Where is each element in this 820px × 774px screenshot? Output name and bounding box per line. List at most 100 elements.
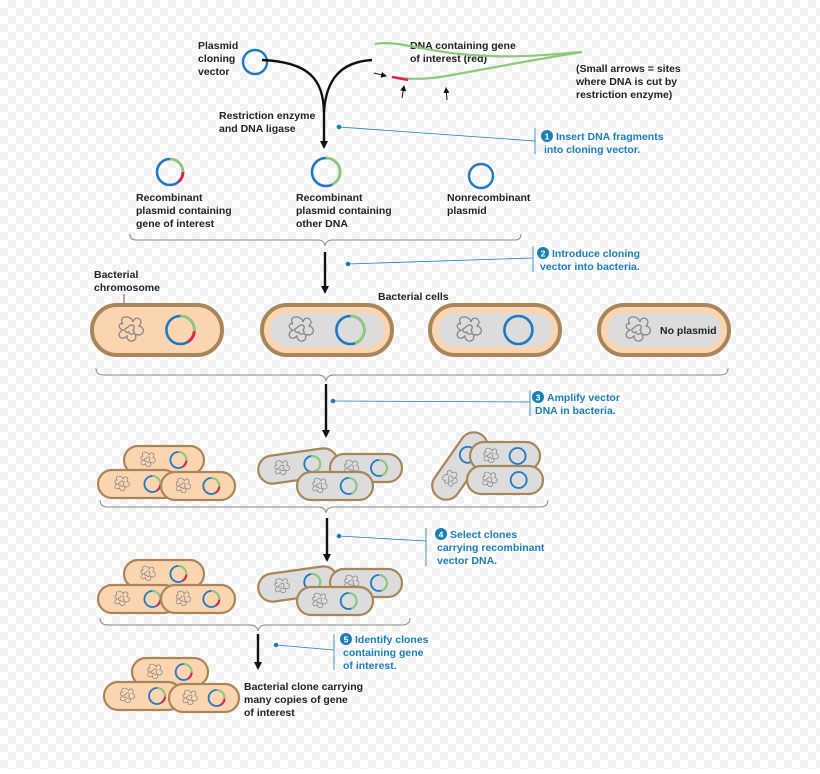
dna-insert bbox=[348, 477, 358, 495]
chromosome bbox=[114, 590, 130, 606]
chromosome bbox=[344, 459, 360, 475]
gene-of-interest bbox=[215, 599, 221, 607]
plasmid bbox=[508, 447, 527, 465]
step-1-text: Insert DNA fragments into cloning vector… bbox=[544, 131, 666, 156]
step-2-text: Introduce cloning vector into bacteria. bbox=[540, 248, 643, 273]
svg-text:5: 5 bbox=[344, 635, 349, 645]
bacterial-cells-row bbox=[90, 303, 731, 357]
step-5: 5 Identify clones containing gene of int… bbox=[273, 633, 429, 672]
bracket-1 bbox=[129, 233, 522, 247]
enzyme-label: Restriction enzyme and DNA ligase bbox=[219, 110, 318, 135]
chromosome-label: Bacterial chromosome bbox=[94, 269, 160, 294]
svg-text:4: 4 bbox=[439, 530, 444, 540]
dna-strand-lower bbox=[391, 50, 583, 80]
gene-of-interest bbox=[182, 574, 188, 582]
dna-insert bbox=[378, 574, 388, 592]
amplified-cells bbox=[96, 431, 545, 714]
dna-insert bbox=[378, 459, 388, 477]
bacterial-cell bbox=[122, 558, 206, 590]
step-number-badge bbox=[532, 391, 544, 403]
dna-label: DNA containing gene of interest (red) bbox=[410, 40, 519, 65]
bacterial-cell bbox=[295, 470, 375, 502]
chromosome bbox=[140, 451, 156, 467]
no-plasmid-label: No plasmid bbox=[660, 325, 717, 337]
step-4-text: Select clones carrying recombinant vecto… bbox=[437, 529, 547, 567]
bacterial-cell bbox=[159, 583, 237, 615]
chromosome bbox=[114, 475, 130, 491]
chromosome bbox=[182, 689, 198, 705]
chromosome bbox=[625, 316, 651, 342]
cytoplasm bbox=[173, 688, 235, 708]
bacterial-cells-label: Bacterial cells bbox=[378, 291, 449, 303]
chromosome bbox=[288, 316, 314, 342]
cytoplasm bbox=[128, 564, 200, 584]
cut-arrows-note: (Small arrows = sites where DNA is cut b… bbox=[575, 63, 684, 101]
chromosome bbox=[344, 574, 360, 590]
chromosome bbox=[274, 460, 290, 476]
chromosome bbox=[442, 470, 458, 487]
cytoplasm bbox=[270, 313, 384, 347]
plasmid-label: Plasmid cloning vector bbox=[198, 40, 241, 78]
svg-text:1: 1 bbox=[545, 132, 550, 142]
cut-site-arrow bbox=[373, 71, 387, 78]
dna-insert bbox=[311, 455, 322, 472]
merge-arrow-right bbox=[322, 58, 373, 113]
cytoplasm bbox=[136, 662, 204, 682]
bacterial-cell bbox=[167, 682, 241, 714]
bracket-4 bbox=[99, 617, 411, 632]
gene-of-interest bbox=[215, 486, 221, 494]
cytoplasm bbox=[128, 450, 200, 470]
bacterial-cell bbox=[468, 440, 542, 472]
cytoplasm bbox=[165, 589, 231, 609]
cytoplasm bbox=[471, 470, 539, 490]
cytoplasm bbox=[438, 313, 552, 347]
bacterial-cell bbox=[130, 656, 210, 688]
step-number-badge bbox=[435, 528, 447, 540]
recombinant-other-label: Recombinant plasmid containing other DNA bbox=[296, 192, 395, 230]
cytoplasm bbox=[108, 686, 178, 706]
cytoplasm bbox=[165, 476, 231, 496]
step-3: 3 Amplify vector DNA in bacteria. bbox=[330, 390, 623, 417]
nonrecombinant-label: Nonrecombinant plasmid bbox=[447, 192, 533, 217]
chromosome bbox=[147, 663, 163, 679]
plasmid-cloning-vector bbox=[241, 48, 269, 76]
chromosome bbox=[118, 316, 144, 342]
gene-of-interest bbox=[187, 672, 193, 680]
recombinant-gene-label: Recombinant plasmid containing gene of i… bbox=[136, 192, 235, 230]
bracket-2 bbox=[95, 367, 729, 382]
bacterial-cell bbox=[122, 444, 206, 476]
step-3-text: Amplify vector DNA in bacteria. bbox=[535, 392, 623, 417]
bacterial-cell bbox=[465, 464, 545, 496]
bacterial-cell bbox=[260, 303, 394, 357]
bacterial-cell bbox=[428, 303, 562, 357]
svg-text:3: 3 bbox=[536, 393, 541, 403]
cut-site-arrow bbox=[443, 87, 450, 101]
plasmid bbox=[509, 471, 528, 489]
other-dna-insert bbox=[325, 156, 342, 186]
chromosome bbox=[312, 477, 328, 493]
chromosome bbox=[312, 592, 328, 608]
merge-arrow-left bbox=[261, 58, 326, 113]
bacterial-cell bbox=[96, 583, 180, 615]
chromosome bbox=[140, 565, 156, 581]
cytoplasm bbox=[607, 313, 721, 347]
bacterial-cell bbox=[96, 468, 180, 500]
chromosome bbox=[274, 578, 290, 594]
chromosome bbox=[175, 590, 191, 606]
gene-of-interest bbox=[220, 698, 226, 706]
chromosome bbox=[483, 447, 499, 463]
plasmid bbox=[503, 314, 534, 346]
cytoplasm bbox=[100, 313, 214, 347]
svg-text:2: 2 bbox=[541, 249, 546, 259]
gene-of-interest bbox=[182, 460, 188, 468]
gene-of-interest bbox=[187, 330, 196, 343]
bacterial-cell bbox=[102, 680, 184, 712]
bacterial-cell bbox=[597, 303, 731, 357]
bacterial-cell bbox=[159, 470, 237, 502]
gene-of-interest bbox=[160, 696, 167, 704]
chromosome bbox=[456, 316, 482, 342]
step-number-badge bbox=[541, 130, 553, 142]
gene-insert-red bbox=[177, 171, 185, 183]
step-4: 4 Select clones carrying recombinant vec… bbox=[336, 528, 547, 567]
bacterial-cell bbox=[90, 303, 224, 357]
